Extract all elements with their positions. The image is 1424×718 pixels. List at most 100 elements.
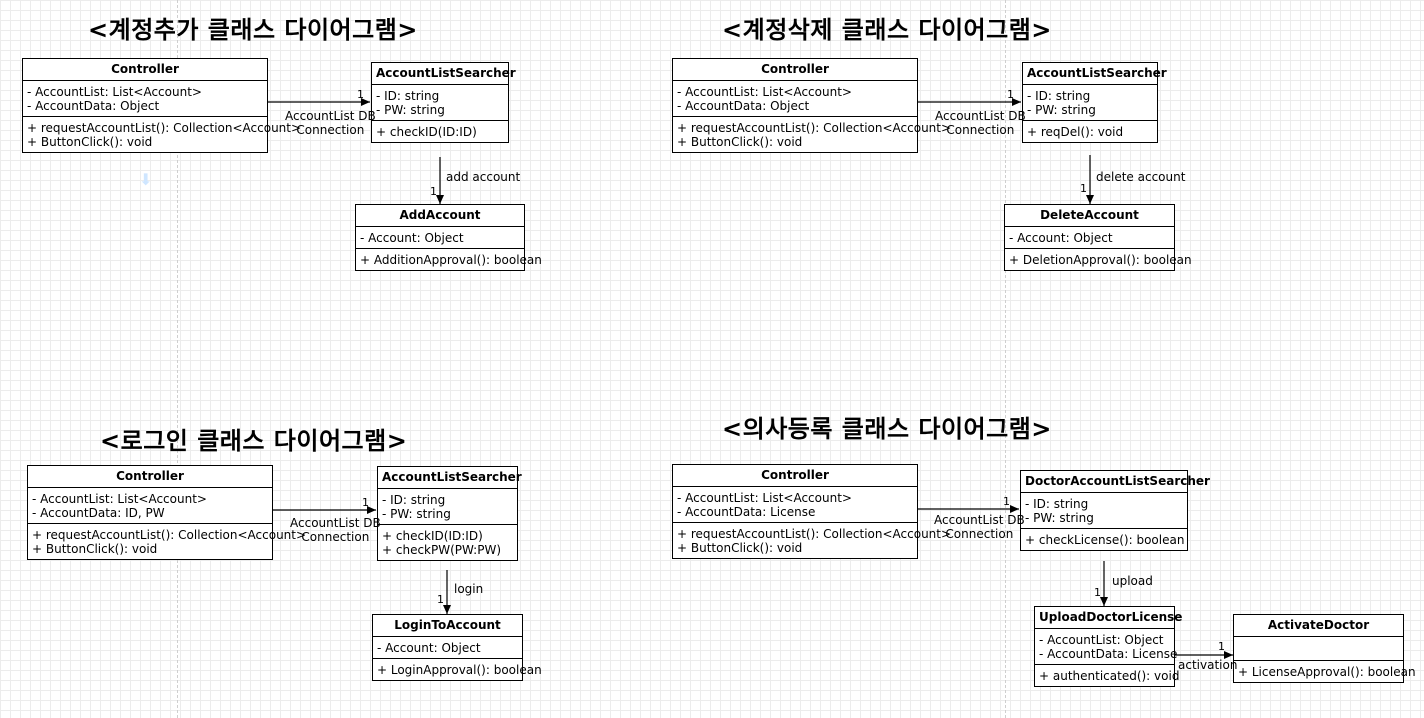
attributes xyxy=(1234,636,1403,660)
add-account-class[interactable]: AddAccount - Account: Object + AdditionA… xyxy=(355,204,542,271)
operation: + DeletionApproval(): boolean xyxy=(1009,253,1192,267)
operations: + requestAccountList(): Collection<Accou… xyxy=(28,523,307,559)
doctor-searcher-class[interactable]: DoctorAccountListSearcher - ID: string -… xyxy=(1020,470,1210,551)
multiplicity-label: 1 xyxy=(1003,495,1010,508)
operation: + requestAccountList(): Collection<Accou… xyxy=(32,528,307,542)
class-name: AccountListSearcher xyxy=(382,470,522,484)
attributes: - Account: Object xyxy=(373,636,522,658)
class-name: ActivateDoctor xyxy=(1267,618,1370,632)
operations: + checkID(ID:ID) xyxy=(372,120,508,142)
connection-label-doctor: AccountList DB Connection xyxy=(934,513,1025,541)
operations: + authenticated(): void xyxy=(1035,664,1180,686)
diagram-title-add: <계정추가 클래스 다이어그램> xyxy=(88,16,418,44)
attribute: - AccountData: Object xyxy=(27,99,160,113)
diagram-title-del: <계정삭제 클래스 다이어그램> xyxy=(722,16,1052,44)
attributes: - AccountList: List<Account> - AccountDa… xyxy=(28,487,272,523)
attribute: - AccountData: License xyxy=(677,505,816,519)
upload-doctor-license-class[interactable]: UploadDoctorLicense - AccountList: Objec… xyxy=(1034,606,1183,687)
drag-arrow-icon: ⬇ xyxy=(139,170,153,189)
operation: + authenticated(): void xyxy=(1039,669,1180,683)
operations: + requestAccountList(): Collection<Accou… xyxy=(673,522,952,558)
multiplicity-label: 1 xyxy=(437,593,444,606)
diagram-title-login: <로그인 클래스 다이어그램> xyxy=(100,427,408,455)
class-name: DoctorAccountListSearcher xyxy=(1025,474,1210,488)
attribute: - PW: string xyxy=(382,507,451,521)
attributes: - ID: string - PW: string xyxy=(1021,492,1187,528)
operation: + checkID(ID:ID) xyxy=(382,529,483,543)
operations: + reqDel(): void xyxy=(1023,120,1157,142)
attributes: - Account: Object xyxy=(356,226,524,248)
attribute: - ID: string xyxy=(376,89,440,103)
operation: + ButtonClick(): void xyxy=(677,541,803,555)
multiplicity-label: 1 xyxy=(1080,182,1087,195)
attribute: - AccountList: List<Account> xyxy=(677,491,852,505)
operations: + LicenseApproval(): boolean xyxy=(1234,660,1416,682)
relation-label-add: add account xyxy=(446,170,521,184)
controller-class-add[interactable]: Controller - AccountList: List<Account> … xyxy=(22,58,301,153)
operations: + LoginApproval(): boolean xyxy=(373,658,542,680)
attribute: - ID: string xyxy=(1025,497,1089,511)
relation-label-login: login xyxy=(454,582,484,596)
operations: + checkID(ID:ID) + checkPW(PW:PW) xyxy=(378,524,517,560)
operation: + ButtonClick(): void xyxy=(677,135,803,149)
attributes: - ID: string - PW: string xyxy=(378,488,517,524)
relation-label-upload: upload xyxy=(1112,574,1153,588)
attribute: - ID: string xyxy=(382,493,446,507)
attribute: - Account: Object xyxy=(360,231,464,245)
operation: + reqDel(): void xyxy=(1027,125,1124,139)
searcher-class-add[interactable]: AccountListSearcher - ID: string - PW: s… xyxy=(371,62,516,143)
attributes: - AccountList: Object - AccountData: Lic… xyxy=(1035,628,1178,664)
attribute: - AccountData: Object xyxy=(677,99,810,113)
operation: + ButtonClick(): void xyxy=(32,542,158,556)
operations: + requestAccountList(): Collection<Accou… xyxy=(673,116,952,152)
class-name: Controller xyxy=(761,62,829,76)
attributes: - ID: string - PW: string xyxy=(372,84,508,120)
controller-class-del[interactable]: Controller - AccountList: List<Account> … xyxy=(672,58,952,153)
connection-label-line: AccountList DB xyxy=(290,516,381,530)
connection-label-add: AccountList DB Connection xyxy=(285,109,376,137)
class-name: AccountListSearcher xyxy=(376,66,516,80)
operations: + checkLicense(): boolean xyxy=(1021,528,1187,550)
operations: + AdditionApproval(): boolean xyxy=(356,248,542,270)
connection-label-login: AccountList DB Connection xyxy=(290,516,381,544)
class-name: Controller xyxy=(111,62,179,76)
attribute: - ID: string xyxy=(1027,89,1091,103)
class-name: UploadDoctorLicense xyxy=(1039,610,1183,624)
searcher-class-login[interactable]: AccountListSearcher - ID: string - PW: s… xyxy=(377,466,522,561)
operation: + AdditionApproval(): boolean xyxy=(360,253,542,267)
connection-label-del: AccountList DB Connection xyxy=(935,109,1026,137)
attributes: - AccountList: List<Account> - AccountDa… xyxy=(673,80,917,116)
operation: + checkID(ID:ID) xyxy=(376,125,477,139)
activate-doctor-class[interactable]: ActivateDoctor + LicenseApproval(): bool… xyxy=(1233,614,1416,683)
operation: + requestAccountList(): Collection<Accou… xyxy=(677,527,952,541)
relation-label-del: delete account xyxy=(1096,170,1186,184)
controller-class-login[interactable]: Controller - AccountList: List<Account> … xyxy=(27,465,307,560)
searcher-class-del[interactable]: AccountListSearcher - ID: string - PW: s… xyxy=(1022,62,1167,143)
class-name: Controller xyxy=(761,468,829,482)
attributes: - ID: string - PW: string xyxy=(1023,84,1157,120)
attribute: - Account: Object xyxy=(1009,231,1113,245)
class-name: DeleteAccount xyxy=(1040,208,1139,222)
multiplicity-label: 1 xyxy=(1218,640,1225,653)
diagram-title-doctor: <의사등록 클래스 다이어그램> xyxy=(722,415,1052,443)
connection-label-line: AccountList DB xyxy=(934,513,1025,527)
operation: + ButtonClick(): void xyxy=(27,135,153,149)
connection-label-line: Connection xyxy=(945,527,1014,541)
attribute: - AccountList: Object xyxy=(1039,633,1164,647)
class-name: Controller xyxy=(116,469,184,483)
controller-class-doctor[interactable]: Controller - AccountList: List<Account> … xyxy=(672,464,952,559)
login-to-account-class[interactable]: LoginToAccount - Account: Object + Login… xyxy=(372,614,542,681)
operation: + requestAccountList(): Collection<Accou… xyxy=(677,121,952,135)
multiplicity-label: 1 xyxy=(1007,88,1014,101)
class-name: LoginToAccount xyxy=(394,618,501,632)
delete-account-class[interactable]: DeleteAccount - Account: Object + Deleti… xyxy=(1004,204,1192,271)
class-name: AddAccount xyxy=(399,208,481,222)
attributes: - AccountList: List<Account> - AccountDa… xyxy=(673,486,917,522)
attribute: - AccountData: License xyxy=(1039,647,1178,661)
attributes: - Account: Object xyxy=(1005,226,1174,248)
operation: + checkLicense(): boolean xyxy=(1025,533,1185,547)
connection-label-line: AccountList DB xyxy=(285,109,376,123)
attribute: - AccountData: ID, PW xyxy=(32,506,165,520)
page-guide-left xyxy=(177,0,178,718)
connection-label-line: Connection xyxy=(946,123,1015,137)
